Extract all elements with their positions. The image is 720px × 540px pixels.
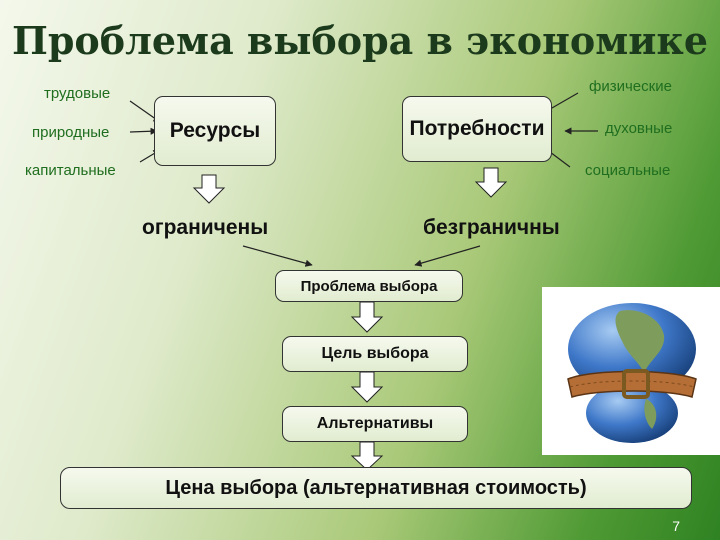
need-type-spiritual: духовные xyxy=(605,120,673,137)
line-resource-natural xyxy=(129,127,158,135)
resources-property: ограничены xyxy=(142,216,269,239)
arrow-down-needs xyxy=(474,167,508,198)
resources-box: Ресурсы xyxy=(154,96,276,166)
problem-box: Проблема выбора xyxy=(275,270,463,302)
line-to-problem-right xyxy=(414,245,481,267)
arrow-down-resources xyxy=(192,174,226,204)
slide-title: Проблема выбора в экономике xyxy=(11,18,709,63)
resource-type-capital: капитальные xyxy=(25,162,116,179)
need-type-physical: физические xyxy=(589,78,672,95)
need-type-social: социальные xyxy=(585,162,671,179)
page-number: 7 xyxy=(672,518,680,534)
resource-type-natural: природные xyxy=(32,124,110,141)
arrow-down-2 xyxy=(350,371,384,403)
needs-box: Потребности xyxy=(402,96,552,162)
globe-image xyxy=(542,287,720,455)
price-box: Цена выбора (альтернативная стоимость) xyxy=(60,467,692,509)
arrow-down-3 xyxy=(350,441,384,471)
needs-property: безграничны xyxy=(423,216,560,239)
resource-type-labor: трудовые xyxy=(44,85,111,102)
globe-with-belt-icon xyxy=(567,303,697,443)
alternatives-box: Альтернативы xyxy=(282,406,468,442)
arrow-down-1 xyxy=(350,301,384,333)
goal-box: Цель выбора xyxy=(282,336,468,372)
line-to-problem-left xyxy=(242,245,313,267)
